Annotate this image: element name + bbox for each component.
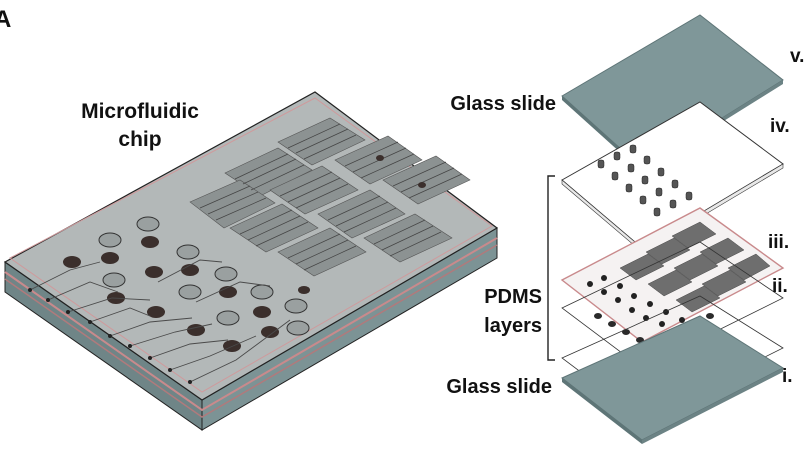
well-open — [136, 216, 160, 232]
well-dark — [63, 256, 81, 268]
chip-red-stripe-front — [4, 237, 498, 412]
pdms-bracket — [547, 175, 555, 361]
well-open — [176, 244, 200, 260]
layer-iii-pdms-channels — [560, 207, 785, 343]
channel-block — [189, 179, 276, 229]
numeral-iv: iv. — [770, 116, 790, 137]
numeral-v: v. — [790, 46, 804, 67]
well-dark — [298, 286, 310, 294]
numeral-iii: iii. — [768, 232, 789, 253]
numeral-ii: ii. — [772, 276, 788, 297]
well-dark — [418, 182, 426, 188]
well-open — [214, 266, 238, 282]
glass-slide-top-label: Glass slide — [450, 93, 556, 115]
assembled-chip — [3, 91, 499, 431]
layer-i-glass-slide — [561, 295, 785, 444]
well-dark — [145, 266, 163, 278]
well-dark — [219, 286, 237, 298]
well-open — [216, 310, 240, 326]
connecting-channels — [29, 259, 291, 383]
numeral-i: i. — [782, 366, 793, 387]
well-open — [284, 298, 308, 314]
well-open — [178, 284, 202, 300]
pdms-label-line2: layers — [484, 315, 542, 337]
chip-red-stripe-front-2 — [4, 244, 498, 418]
chip-label-line1: Microfluidic — [81, 100, 199, 123]
pillars — [597, 144, 693, 217]
well-dark — [253, 306, 271, 318]
outlet-dots — [28, 288, 192, 384]
chip-wells — [63, 155, 426, 352]
well-dark — [376, 155, 384, 161]
pdms-label-line1: PDMS — [484, 286, 542, 308]
glass-slide-bottom-label: Glass slide — [446, 376, 552, 398]
channel-stripes — [199, 123, 463, 271]
chip-label-line2: chip — [118, 128, 161, 151]
well-open — [250, 284, 274, 300]
well-dark — [261, 326, 279, 338]
chip-cover-outline — [9, 97, 493, 393]
well-dark — [141, 236, 159, 248]
well-dark — [147, 306, 165, 318]
well-open — [98, 232, 122, 248]
well-dark — [181, 264, 199, 276]
well-open — [286, 320, 310, 336]
channel-block — [382, 155, 471, 205]
well-dark — [187, 324, 205, 336]
layer-iii-blocks — [619, 221, 771, 313]
panel-letter: A — [0, 6, 11, 33]
well-open — [102, 272, 126, 288]
well-dark — [101, 252, 119, 264]
